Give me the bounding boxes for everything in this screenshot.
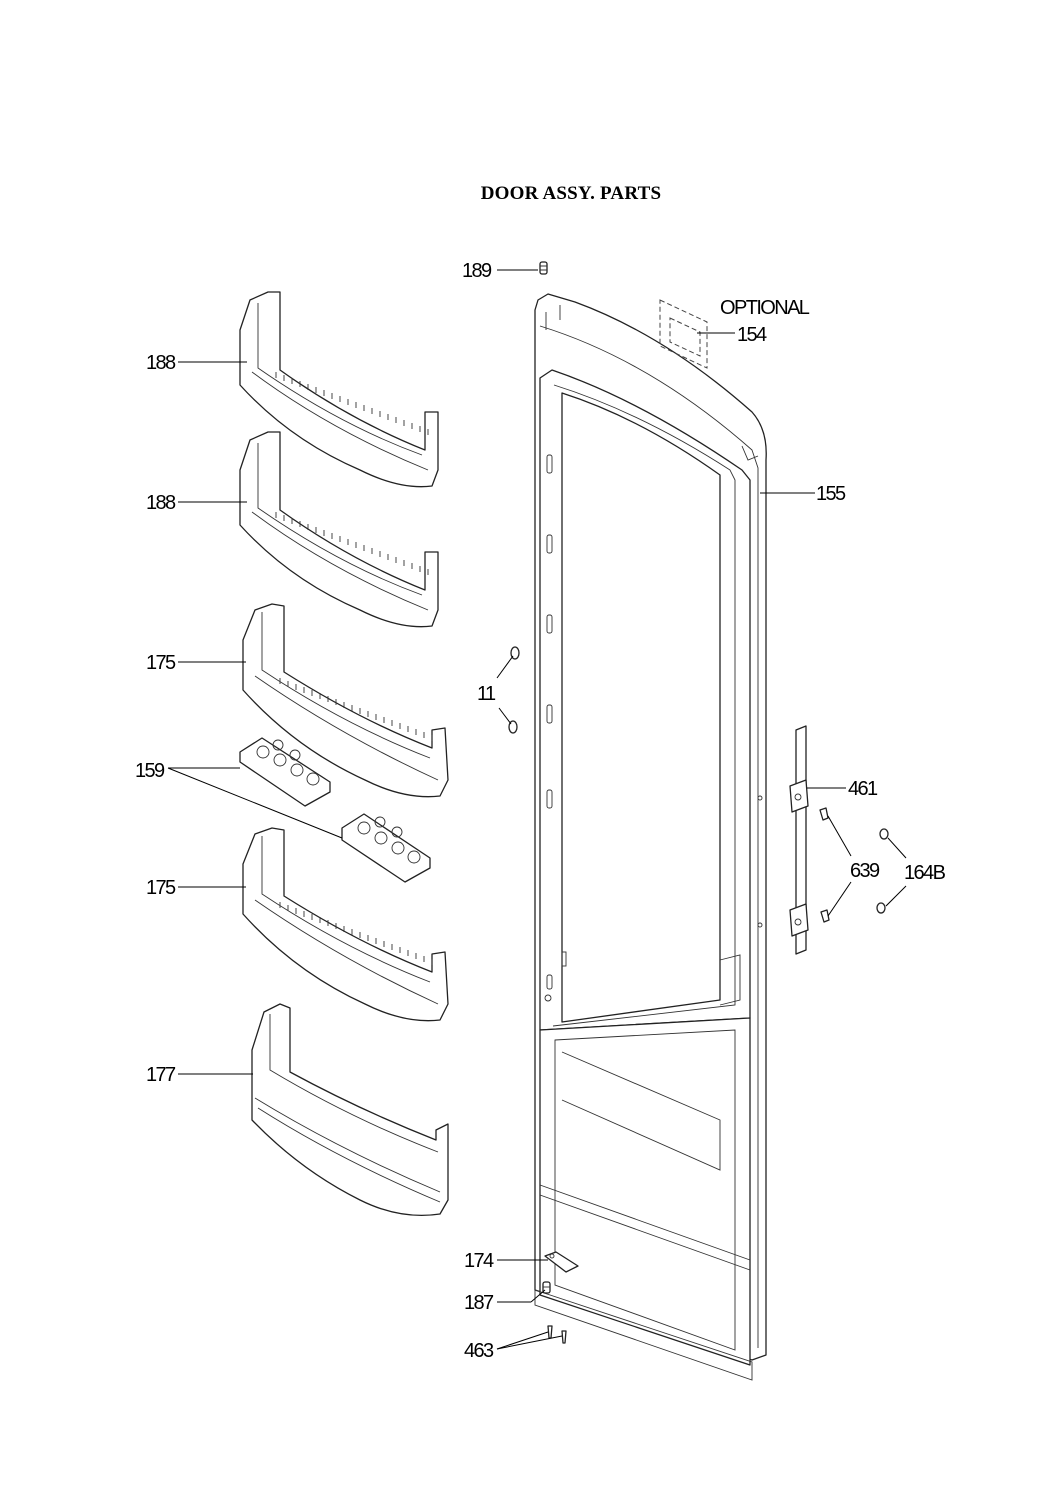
egg-tray-159-b xyxy=(341,813,431,883)
plug-164b-part xyxy=(876,828,889,914)
door-liner-part xyxy=(534,293,767,1381)
door-shelf-175-lower xyxy=(242,827,449,1022)
callout-154: 154 xyxy=(737,324,767,346)
callout-188-lower: 188 xyxy=(146,492,176,514)
leader-lines xyxy=(167,269,907,1350)
handle-461-part xyxy=(789,725,809,955)
callout-164b: 164B xyxy=(904,862,946,884)
callout-155: 155 xyxy=(816,483,846,505)
callout-11: 11 xyxy=(477,683,496,705)
callout-175-lower: 175 xyxy=(146,877,176,899)
callout-174: 174 xyxy=(464,1250,494,1272)
callout-optional: OPTIONAL xyxy=(720,297,810,319)
callout-639: 639 xyxy=(850,860,880,882)
door-shelf-188-lower xyxy=(239,431,439,628)
bracket-174-part xyxy=(544,1251,579,1273)
optional-label-part xyxy=(659,299,708,369)
cap-189-part xyxy=(539,261,548,275)
page-title: DOOR ASSY. PARTS xyxy=(480,183,662,204)
callout-188-upper: 188 xyxy=(146,352,176,374)
screw-463-part xyxy=(547,1325,567,1344)
callout-187: 187 xyxy=(464,1292,494,1314)
door-shelf-188-upper xyxy=(239,291,439,488)
callout-159: 159 xyxy=(135,760,165,782)
callout-177: 177 xyxy=(146,1064,176,1086)
door-shelf-175-upper xyxy=(242,603,449,798)
callout-175-upper: 175 xyxy=(146,652,176,674)
screw-639-part xyxy=(819,807,830,923)
callout-463: 463 xyxy=(464,1340,494,1362)
door-bin-177 xyxy=(251,1003,449,1217)
callout-189: 189 xyxy=(462,260,492,282)
callout-461: 461 xyxy=(848,778,878,800)
egg-tray-159-a xyxy=(239,737,331,807)
